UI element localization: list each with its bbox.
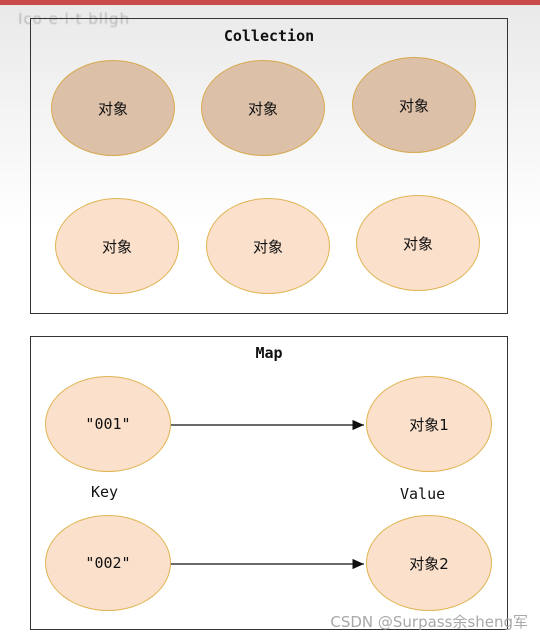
collection-box: Collection bbox=[30, 18, 508, 314]
object-label: 对象 bbox=[101, 237, 132, 256]
collection-object: 对象 bbox=[201, 60, 325, 156]
key-text: "002" bbox=[85, 554, 131, 572]
value-label: Value bbox=[400, 485, 446, 503]
value-text: 对象1 bbox=[409, 415, 449, 434]
collection-title: Collection bbox=[223, 27, 315, 45]
map-key-node: "002" bbox=[45, 515, 171, 611]
object-label: 对象 bbox=[398, 96, 429, 115]
collection-object: 对象 bbox=[55, 198, 179, 294]
value-text: 对象2 bbox=[409, 554, 449, 573]
top-accent-bar bbox=[0, 0, 540, 5]
map-box: Map bbox=[30, 336, 508, 630]
collection-object: 对象 bbox=[206, 198, 330, 294]
map-value-node: 对象1 bbox=[366, 376, 492, 472]
collection-object: 对象 bbox=[352, 57, 476, 153]
object-label: 对象 bbox=[247, 99, 278, 118]
collection-object: 对象 bbox=[51, 60, 175, 156]
map-title: Map bbox=[255, 344, 283, 362]
map-key-node: "001" bbox=[45, 376, 171, 472]
object-label: 对象 bbox=[97, 99, 128, 118]
object-label: 对象 bbox=[402, 234, 433, 253]
key-text: "001" bbox=[85, 415, 131, 433]
key-label: Key bbox=[91, 483, 119, 501]
header-faded-text: Ico·e·l·t bllgh bbox=[18, 10, 131, 28]
object-label: 对象 bbox=[252, 237, 283, 256]
watermark: CSDN @Surpass余sheng军 bbox=[330, 613, 528, 631]
map-value-node: 对象2 bbox=[366, 515, 492, 611]
collection-object: 对象 bbox=[356, 195, 480, 291]
